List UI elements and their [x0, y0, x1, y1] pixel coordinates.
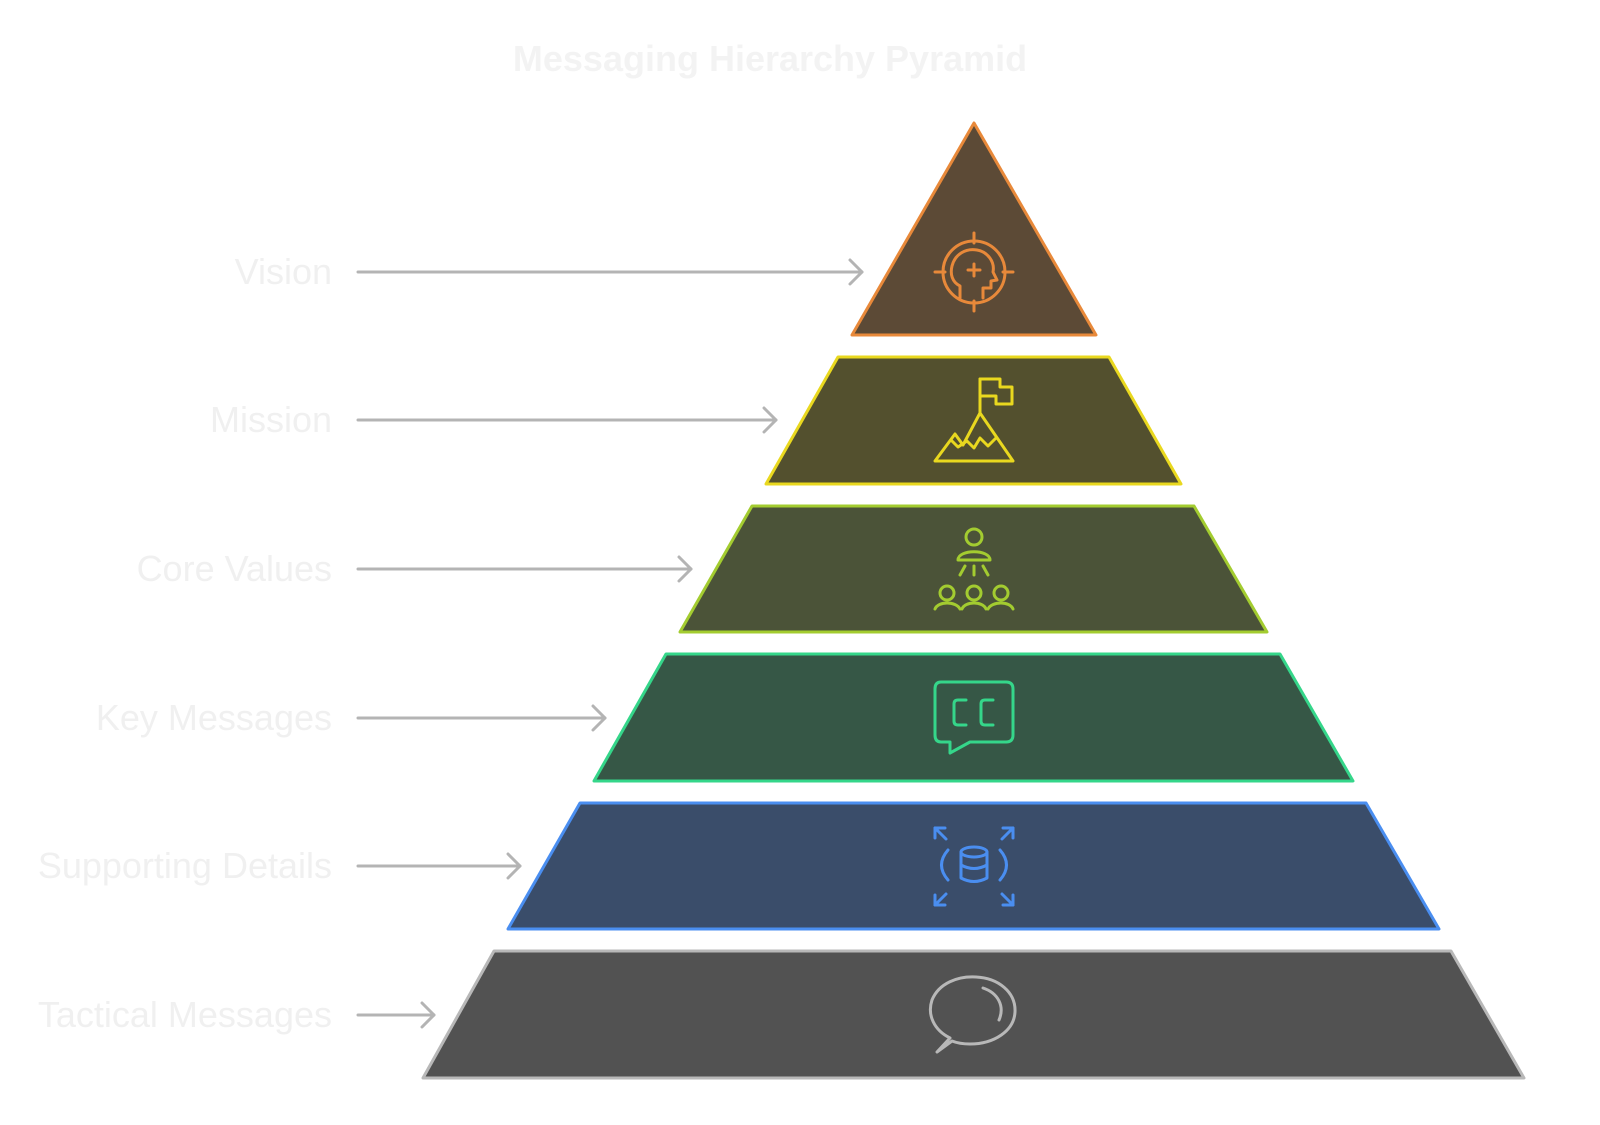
- label-tactical-messages: Tactical Messages: [37, 994, 332, 1035]
- target-head-icon: [933, 231, 1015, 313]
- arrow-mission: [356, 406, 778, 434]
- arrow-tactical-messages: [356, 1001, 436, 1029]
- tier-key-messages: [592, 652, 1355, 783]
- label-supporting-details: Supporting Details: [37, 845, 332, 886]
- arrow-key-messages: [356, 704, 607, 732]
- closed-caption-chat-icon: [933, 680, 1015, 755]
- speech-bubble-icon: [928, 975, 1017, 1054]
- database-expand-icon: [933, 826, 1015, 907]
- label-core-values: Core Values: [136, 548, 332, 589]
- tier-supporting-details: [506, 801, 1441, 931]
- label-vision: Vision: [234, 251, 332, 292]
- diagram-title: Messaging Hierarchy Pyramid: [512, 38, 1028, 79]
- arrow-supporting-details: [356, 852, 522, 880]
- tier-tactical-messages: [421, 949, 1526, 1080]
- label-mission: Mission: [209, 399, 332, 440]
- arrow-vision: [356, 258, 864, 286]
- team-leader-icon: [933, 527, 1015, 611]
- label-key-messages: Key Messages: [95, 697, 332, 738]
- mountain-flag-icon: [933, 377, 1015, 463]
- arrow-core-values: [356, 555, 693, 583]
- tier-mission: [764, 355, 1183, 486]
- tier-vision: [850, 121, 1098, 337]
